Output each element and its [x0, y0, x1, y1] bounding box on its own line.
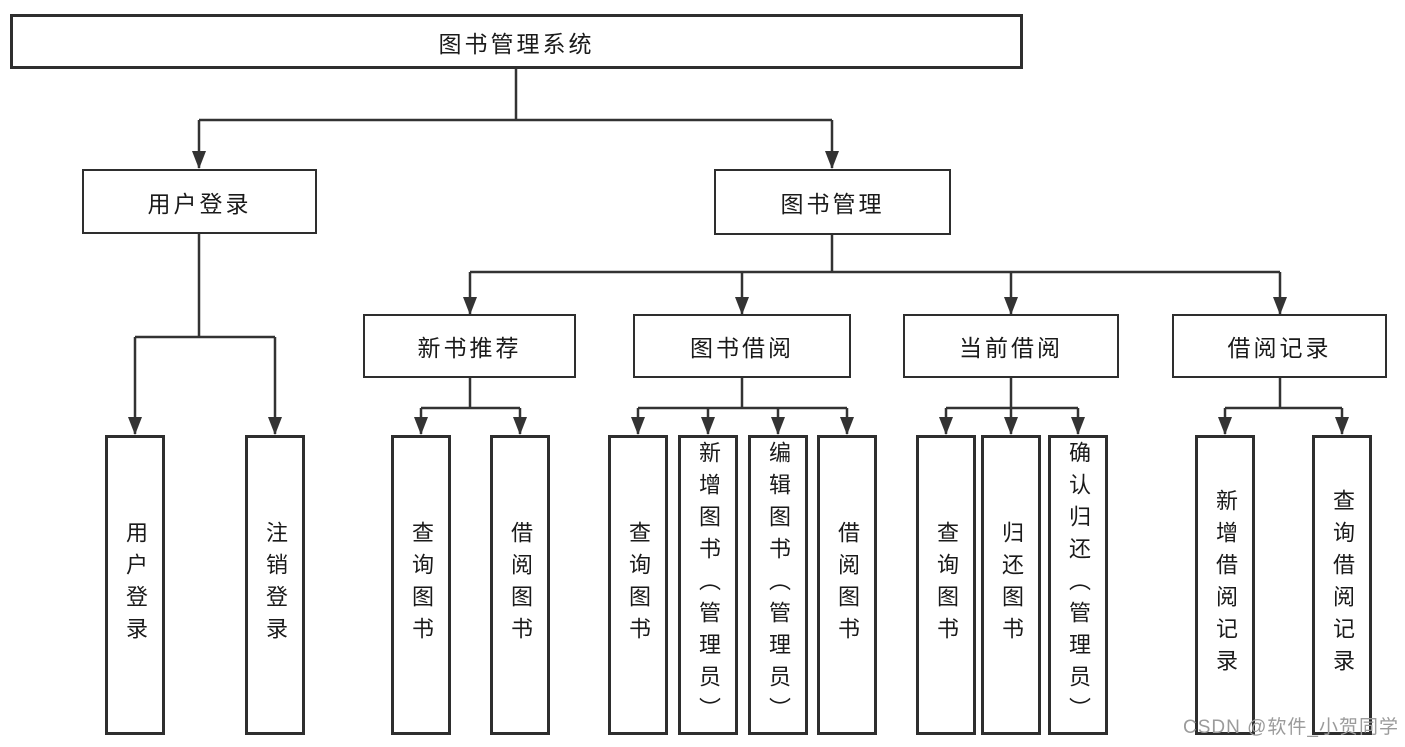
leaf-label: 新增图书（管理员） [696, 441, 721, 729]
leaf-label: 查询借阅记录 [1330, 489, 1355, 681]
node-book-management: 图书管理 [714, 169, 951, 235]
edge-book-management-trunk [470, 235, 1280, 274]
csdn-watermark: CSDN @软件_小贺同学 [1183, 717, 1399, 738]
leaf-query-borrow-record: 查询借阅记录 [1312, 435, 1372, 735]
node-borrow-record: 借阅记录 [1172, 314, 1387, 378]
node-new-book-recommend-label: 新书推荐 [417, 335, 522, 361]
leaf-query-book-3: 查询图书 [916, 435, 976, 735]
edge-new-book-trunk [421, 378, 520, 410]
leaf-label: 查询图书 [934, 521, 959, 649]
edge-user-login-trunk [135, 234, 275, 339]
edge-borrow-record-trunk [1225, 378, 1342, 410]
leaf-return-book: 归还图书 [981, 435, 1041, 735]
leaf-label: 注销登录 [263, 521, 288, 649]
leaf-label: 借阅图书 [835, 521, 860, 649]
leaf-label: 查询图书 [409, 521, 434, 649]
leaf-borrow-book-1: 借阅图书 [490, 435, 550, 735]
leaf-label: 归还图书 [999, 521, 1024, 649]
node-book-management-label: 图书管理 [780, 191, 885, 217]
node-user-login-label: 用户登录 [147, 190, 252, 217]
leaf-label: 新增借阅记录 [1213, 489, 1238, 681]
node-root-system: 图书管理系统 [10, 14, 1023, 69]
leaf-label: 借阅图书 [508, 521, 533, 649]
node-current-borrow: 当前借阅 [903, 314, 1119, 378]
edge-current-borrow-trunk [946, 378, 1078, 410]
leaf-query-book-2: 查询图书 [608, 435, 668, 735]
leaf-label: 用户登录 [123, 521, 148, 649]
leaf-add-book-admin: 新增图书（管理员） [678, 435, 738, 735]
leaf-label: 确认归还（管理员） [1066, 441, 1091, 729]
node-current-borrow-label: 当前借阅 [959, 335, 1063, 361]
node-borrow-record-label: 借阅记录 [1227, 335, 1332, 361]
node-new-book-recommend: 新书推荐 [363, 314, 576, 378]
edge-root-trunk [199, 69, 832, 122]
edge-book-borrow-trunk [638, 378, 847, 410]
leaf-logout: 注销登录 [245, 435, 305, 735]
leaf-borrow-book-2: 借阅图书 [817, 435, 877, 735]
leaf-label: 查询图书 [626, 521, 651, 649]
leaf-add-borrow-record: 新增借阅记录 [1195, 435, 1255, 735]
leaf-user-login: 用户登录 [105, 435, 165, 735]
node-root-label: 图书管理系统 [438, 30, 595, 57]
leaf-edit-book-admin: 编辑图书（管理员） [748, 435, 808, 735]
leaf-label: 编辑图书（管理员） [766, 441, 791, 729]
node-book-borrow: 图书借阅 [633, 314, 851, 378]
node-book-borrow-label: 图书借阅 [690, 335, 794, 361]
node-user-login: 用户登录 [82, 169, 317, 234]
leaf-confirm-return-admin: 确认归还（管理员） [1048, 435, 1108, 735]
leaf-query-book-1: 查询图书 [391, 435, 451, 735]
